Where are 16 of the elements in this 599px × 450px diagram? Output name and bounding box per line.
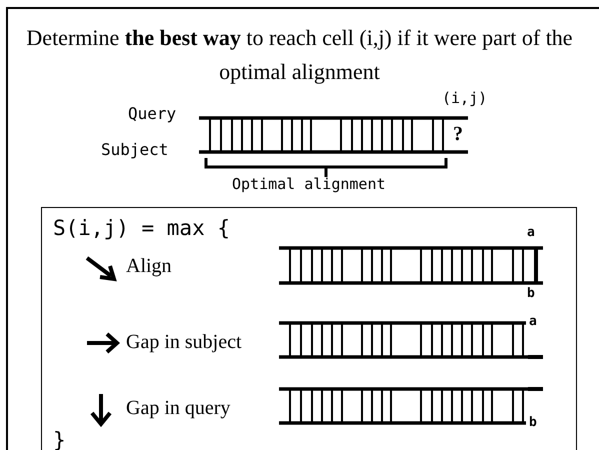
residue-letter: a	[529, 315, 537, 328]
formula-panel	[41, 207, 577, 450]
option-label: Align	[126, 256, 172, 276]
brace-label: Optimal alignment	[232, 177, 386, 192]
slide-panel	[6, 7, 599, 450]
option-label: Gap in subject	[126, 332, 242, 352]
heading: Determine the best way to reach cell (i,j) if it were part of the optimal alignment	[25, 24, 574, 86]
residue-letter: b	[529, 416, 537, 429]
residue-letter: a	[527, 226, 535, 239]
sequence-label: Subject	[101, 142, 168, 158]
residue-letter: b	[527, 287, 535, 300]
cell-label: (i,j)	[442, 91, 488, 106]
sequence-label: Query	[128, 106, 176, 122]
formula-text: S(i,j) = max {	[53, 218, 230, 239]
option-label: Gap in query	[126, 398, 230, 418]
question-mark: ?	[453, 124, 463, 144]
